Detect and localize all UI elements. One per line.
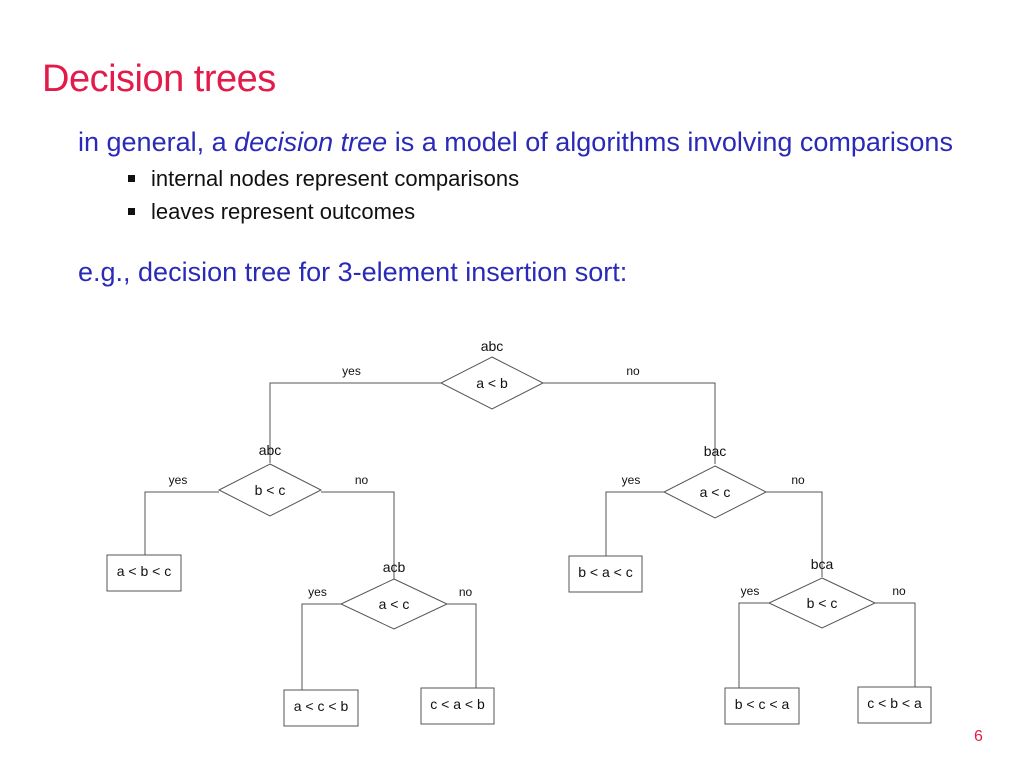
leaf-outcome-box: [724, 687, 800, 725]
edge-label: no: [355, 473, 369, 487]
leaf-outcome-box: [283, 689, 359, 727]
decision-node-diamond: [439, 356, 545, 410]
slide-title: Decision trees: [42, 58, 276, 100]
comparison-label: b < c: [255, 482, 286, 498]
tree-edge: [144, 491, 219, 555]
outcome-label: c < b < a: [867, 695, 922, 711]
edge-label: yes: [308, 585, 327, 599]
decision-node-diamond: [767, 577, 877, 629]
comparison-label: a < c: [379, 596, 410, 612]
state-label: abc: [259, 442, 282, 458]
bullet-item: internal nodes represent comparisons: [128, 166, 519, 199]
edge-label: no: [459, 585, 473, 599]
decision-node-diamond: [339, 578, 449, 630]
bullet-text: internal nodes represent comparisons: [151, 166, 520, 191]
decision-node-diamond: [217, 463, 323, 517]
tree-edge: [301, 603, 341, 690]
outcome-label: b < c < a: [735, 696, 790, 712]
tree-edge: [321, 491, 395, 580]
edge-label: yes: [342, 364, 361, 378]
page-number: 6: [974, 728, 983, 745]
bullet-item: leaves represent outcomes: [128, 199, 519, 232]
leaf-outcome-box: [857, 686, 932, 724]
lead-term: decision tree: [234, 127, 388, 157]
outcome-label: a < c < b: [294, 698, 349, 714]
outcome-label: a < b < c: [117, 563, 171, 579]
comparison-label: b < c: [807, 595, 838, 611]
square-bullet-icon: [128, 207, 135, 215]
tree-edge: [738, 602, 769, 688]
comparison-label: a < b: [476, 375, 508, 391]
outcome-label: b < a < c: [578, 564, 632, 580]
decision-node-diamond: [662, 465, 768, 519]
leaf-outcome-box: [420, 687, 495, 725]
leaf-outcome-box: [106, 554, 182, 592]
state-label: acb: [383, 559, 406, 575]
lead-suffix: is a model of algorithms involving compa…: [387, 127, 953, 157]
tree-edge: [875, 602, 916, 687]
tree-edge: [766, 491, 823, 577]
tree-edge: [269, 382, 441, 463]
tree-edge: [605, 491, 664, 556]
edge-label: no: [892, 584, 906, 598]
lead-prefix: in general, a: [78, 127, 235, 157]
tree-edge: [543, 382, 716, 464]
bullet-list: internal nodes represent comparisons lea…: [128, 166, 519, 232]
example-caption: e.g., decision tree for 3-element insert…: [78, 257, 628, 287]
state-label: bca: [811, 556, 834, 572]
state-label: abc: [481, 338, 504, 354]
state-label: bac: [704, 443, 727, 459]
outcome-label: c < a < b: [430, 696, 485, 712]
bullet-text: leaves represent outcomes: [151, 199, 416, 224]
square-bullet-icon: [128, 174, 135, 182]
lead-sentence: in general, a decision tree is a model o…: [78, 127, 953, 158]
comparison-label: a < c: [700, 484, 731, 500]
edge-label: no: [626, 364, 640, 378]
edge-label: yes: [622, 473, 641, 487]
edge-label: yes: [741, 584, 760, 598]
edge-label: yes: [169, 473, 188, 487]
edge-label: no: [791, 473, 805, 487]
tree-edge: [447, 603, 477, 688]
leaf-outcome-box: [568, 555, 643, 593]
